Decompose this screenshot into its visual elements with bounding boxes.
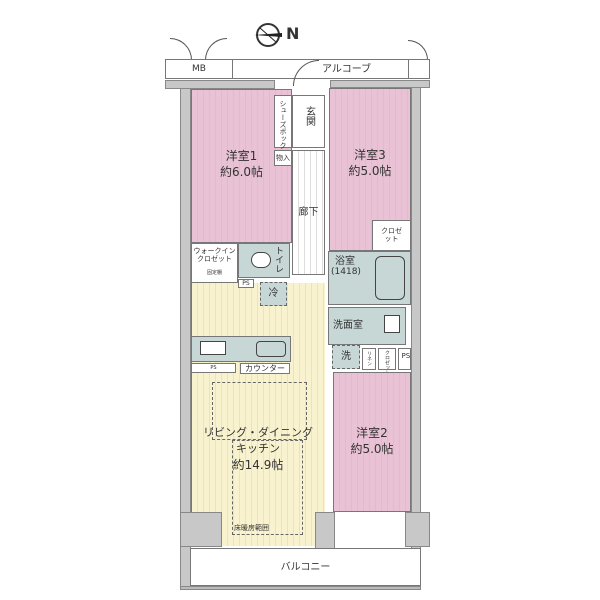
linen-storage: リネン (362, 348, 376, 370)
shoebox: シューズボックス (274, 95, 292, 156)
toilet: トイレ (238, 243, 290, 278)
sink-icon (256, 341, 286, 357)
balcony: バルコニー (190, 548, 421, 586)
closet-western-3: クロゼット (372, 220, 411, 251)
alcove (165, 59, 430, 79)
entrance: 玄関 (292, 95, 325, 148)
meter-box-right (408, 59, 430, 79)
compass-north-label: N (286, 24, 300, 43)
room-western-1: 洋室1 約6.0帖 (191, 89, 292, 243)
exterior-door-left (170, 38, 192, 60)
washer-space: 洗 (332, 345, 360, 369)
stove-icon (200, 341, 226, 355)
floor-heating-label: 床暖房範囲 (234, 524, 269, 532)
floor-heating-area (212, 382, 307, 440)
bathtub-icon (375, 256, 405, 300)
fridge-space: 冷 (260, 282, 287, 306)
room-western-2: 洋室2 約5.0帖 (333, 372, 411, 512)
washroom: 洗面室 (328, 307, 406, 345)
closet-western-2: クロゼット (378, 348, 396, 375)
bathroom: 浴室 (1418) (328, 251, 411, 305)
walk-in-closet: ウォークインクロゼット 固定棚 (191, 243, 238, 283)
wall-bottom-far-right (405, 512, 430, 547)
exterior-door-left2 (205, 38, 227, 60)
washbasin-icon (384, 315, 400, 333)
storage: 物入 (274, 150, 292, 166)
compass: N (250, 20, 310, 50)
kitchen-counter (191, 336, 291, 362)
wall-bottom-right (315, 512, 335, 550)
wall-bottom-left (180, 512, 222, 547)
counter-label: カウンター (240, 363, 290, 374)
ps-toilet: PS (238, 279, 254, 288)
ldk-label: リビング・ダイニング キッチン 約14.9帖 (203, 426, 313, 472)
compass-icon (254, 23, 282, 47)
wall-top-right (330, 80, 430, 88)
ps-kitchen: PS (191, 363, 236, 373)
wall-top-left (165, 80, 275, 89)
balcony-rail (180, 586, 421, 590)
exterior-door-right (408, 40, 428, 60)
meter-box: MB (165, 59, 233, 79)
alcove-label: アルコーブ (322, 64, 372, 75)
pipe-space: PS (398, 348, 411, 370)
hallway: 廊下 (292, 150, 325, 275)
living-dining-kitchen-lower (222, 510, 315, 546)
toilet-icon (251, 252, 271, 268)
floor-heating-area-lower (232, 440, 303, 535)
